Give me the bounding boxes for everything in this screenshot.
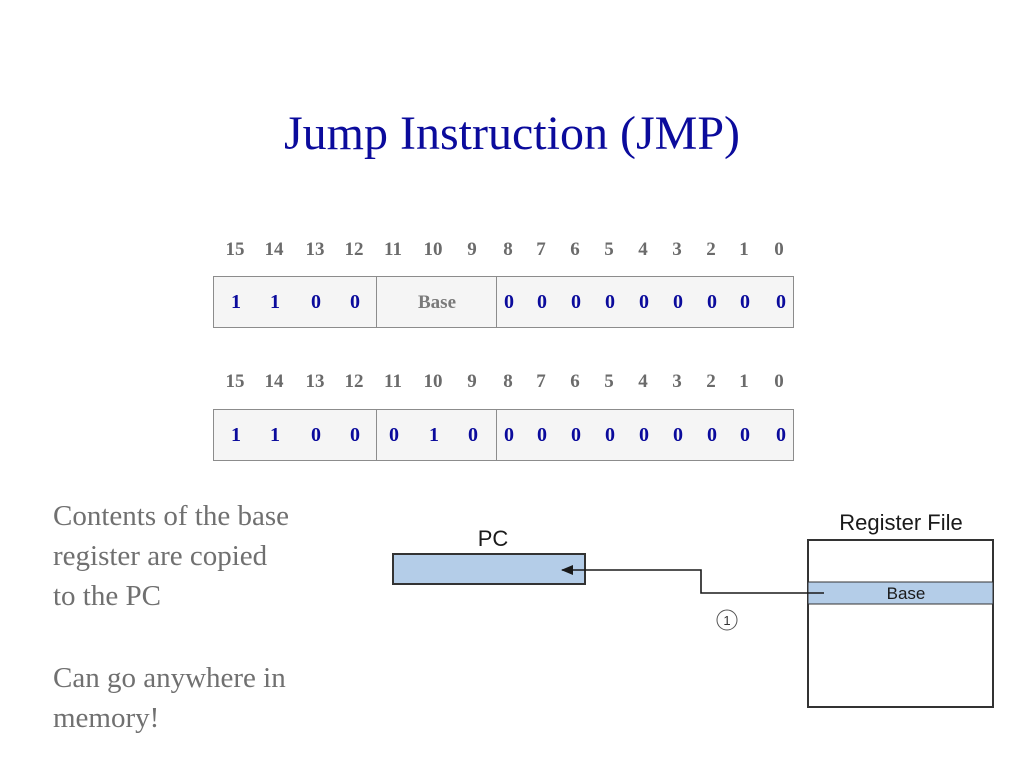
field-divider [376,410,377,460]
register-file [807,539,994,708]
bit-position-label: 11 [384,371,402,392]
bit-position-label: 4 [638,239,648,260]
bit-value: 0 [707,424,717,446]
bit-value: 0 [673,424,683,446]
bit-position-label: 10 [423,371,443,392]
bit-value: 0 [311,424,321,446]
bit-position-label: 3 [672,371,682,392]
bit-value: 1 [270,291,280,313]
pc-label: PC [478,526,509,551]
description-text: Contents of the base register are copied… [53,496,353,738]
bit-value: 0 [537,291,547,313]
bit-position-label: 6 [570,239,580,260]
field-divider [496,277,497,327]
bit-position-label: 7 [536,371,546,392]
pc-register [392,553,586,585]
bit-value: 0 [605,424,615,446]
field-divider [376,277,377,327]
instruction-format-box: Base 1 1 0 0 0 0 0 0 0 0 0 0 0 [213,276,794,328]
bit-position-label: 12 [344,239,364,260]
bit-value: 0 [740,424,750,446]
bit-position-label: 15 [225,371,245,392]
data-path-arrow [561,565,824,594]
instruction-example-box: 1 1 0 0 0 1 0 0 0 0 0 0 0 0 0 0 [213,409,794,461]
description-line: Contents of the base [53,500,289,532]
bit-value: 0 [389,424,399,446]
bit-position-label: 5 [604,239,614,260]
bit-value: 0 [350,424,360,446]
bit-value: 0 [605,291,615,313]
bit-value: 0 [468,424,478,446]
bit-position-label: 9 [467,239,477,260]
bit-value: 0 [504,424,514,446]
bit-value: 0 [350,291,360,313]
register-file-label: Register File [839,510,962,535]
bit-position-label: 3 [672,239,682,260]
bit-position-label: 2 [706,371,716,392]
step-marker-label: 1 [723,613,730,628]
bit-value: 0 [707,291,717,313]
step-marker [716,609,738,631]
bit-value: 0 [673,291,683,313]
bit-value: 1 [231,291,241,313]
bit-position-label: 5 [604,371,614,392]
bit-position-label: 15 [225,239,245,260]
description-line: register are copied [53,540,268,572]
bit-value: 0 [537,424,547,446]
bit-position-label: 4 [638,371,648,392]
bit-value: 0 [571,424,581,446]
base-register-label: Base [887,584,926,603]
page-title: Jump Instruction (JMP) [284,107,740,160]
bit-position-label: 6 [570,371,580,392]
field-divider [496,410,497,460]
bit-position-label: 11 [384,239,402,260]
bit-value: 0 [639,424,649,446]
bit-position-label: 2 [706,239,716,260]
description-line: memory! [53,702,160,734]
bit-position-label: 13 [305,239,325,260]
bit-value: 0 [776,291,786,313]
bit-position-label: 1 [739,371,749,392]
bit-position-label: 8 [503,239,513,260]
bit-value: 1 [270,424,280,446]
bit-value: 1 [429,424,439,446]
bit-value: 0 [504,291,514,313]
bit-value: 0 [311,291,321,313]
bit-position-label: 14 [264,239,284,260]
bit-position-label: 13 [305,371,325,392]
bit-value: 0 [740,291,750,313]
bit-position-label: 9 [467,371,477,392]
bit-value: 0 [571,291,581,313]
bit-value: 0 [639,291,649,313]
bit-position-label: 0 [774,371,784,392]
description-line: to the PC [53,580,161,612]
bit-position-label: 1 [739,239,749,260]
base-field-label: Base [418,292,456,313]
bit-position-label: 8 [503,371,513,392]
bit-value: 1 [231,424,241,446]
bit-position-label: 14 [264,371,284,392]
bit-position-label: 0 [774,239,784,260]
bit-position-label: 12 [344,371,364,392]
bit-position-label: 7 [536,239,546,260]
bit-value: 0 [776,424,786,446]
bit-position-label: 10 [423,239,443,260]
description-line: Can go anywhere in [53,662,286,694]
